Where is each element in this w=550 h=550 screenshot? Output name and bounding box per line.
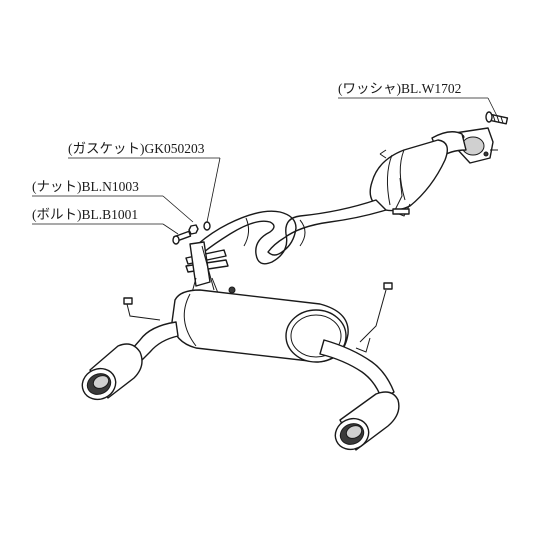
nut-part <box>188 224 199 235</box>
left-muffler-tip <box>81 343 143 401</box>
resonator-hanger <box>392 177 411 217</box>
right-muffler-tip <box>334 391 400 451</box>
mid-pipe <box>197 199 387 265</box>
bolt-part <box>172 230 192 245</box>
right-tailpipe <box>319 282 395 401</box>
washer-bolt-part <box>485 111 509 125</box>
part-label-gasket: (ガスケット)GK050203 <box>68 141 221 223</box>
label-text-nut: (ナット)BL.N1003 <box>32 179 139 194</box>
label-text-washer: (ワッシャ)BL.W1702 <box>338 81 461 96</box>
part-label-bolt: (ボルト)BL.B1001 <box>32 207 179 235</box>
gasket-part <box>203 221 211 231</box>
center-resonator <box>369 139 448 212</box>
part-label-washer: (ワッシャ)BL.W1702 <box>338 81 498 117</box>
label-text-bolt: (ボルト)BL.B1001 <box>32 207 138 222</box>
part-label-nut: (ナット)BL.N1003 <box>32 179 194 223</box>
label-text-gasket: (ガスケット)GK050203 <box>68 141 205 156</box>
